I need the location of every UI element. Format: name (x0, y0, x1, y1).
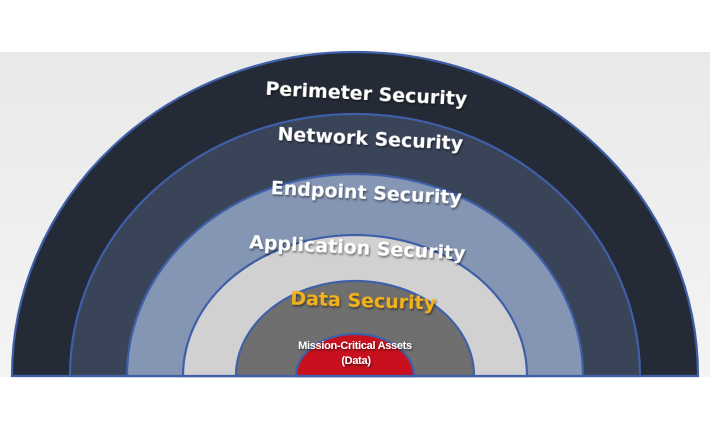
label-core-line1: Mission-Critical Assets (298, 340, 412, 352)
label-core-line2: (Data) (341, 355, 371, 367)
core-assets (294, 332, 416, 378)
label-data-security: Data Security (290, 287, 437, 314)
layer-ring-data (234, 279, 476, 378)
